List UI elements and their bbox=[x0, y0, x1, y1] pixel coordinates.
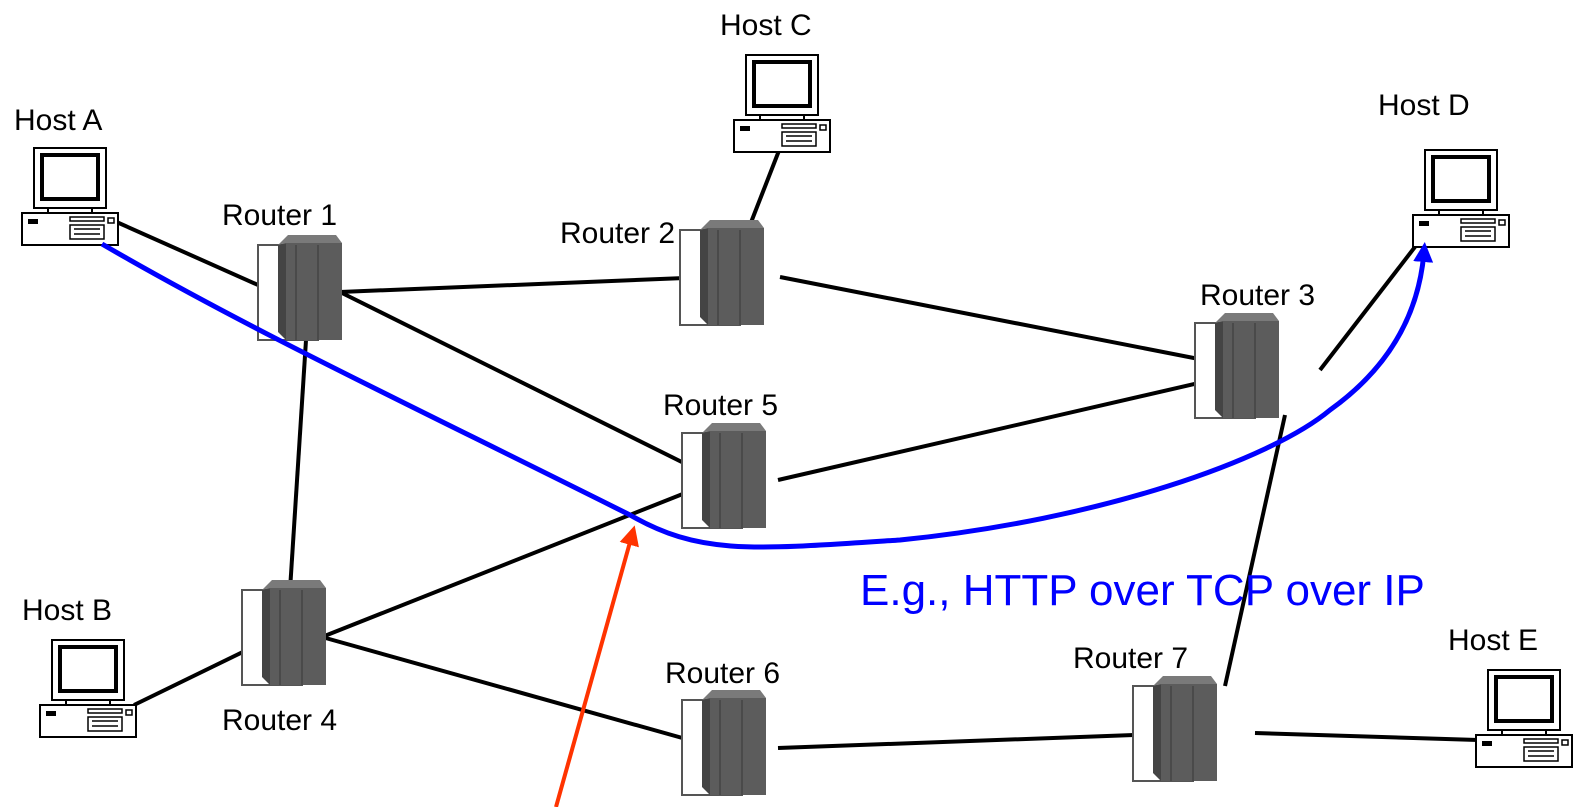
host-label: Host E bbox=[1448, 624, 1538, 657]
router-label: Router 6 bbox=[665, 657, 780, 690]
router-label: Router 4 bbox=[222, 704, 337, 737]
link-r4-r6 bbox=[321, 635, 719, 750]
router-icon bbox=[1194, 313, 1279, 419]
link-e-r7 bbox=[1254, 731, 1479, 742]
link-r5-r3 bbox=[777, 368, 1256, 482]
router-icon bbox=[1132, 676, 1217, 782]
link-r3-r7 bbox=[1223, 414, 1287, 687]
host-label: Host A bbox=[14, 104, 102, 137]
pointer-arrow bbox=[554, 525, 639, 807]
computer-icon bbox=[39, 639, 137, 738]
link-r1-r5 bbox=[339, 290, 719, 482]
router-r5: Router 5 bbox=[663, 389, 778, 529]
link-d-r3 bbox=[1318, 241, 1420, 372]
host-b: Host B bbox=[22, 594, 137, 738]
computer-icon bbox=[21, 147, 119, 246]
nodes-layer: Router 1 Router 2 Router 3 Router 4 Router 5… bbox=[14, 9, 1573, 796]
link-r2-r3 bbox=[779, 275, 1256, 372]
router-icon bbox=[679, 220, 764, 326]
router-icon bbox=[257, 235, 342, 341]
host-d: Host D bbox=[1378, 89, 1510, 248]
router-r6: Router 6 bbox=[665, 657, 780, 796]
computer-icon bbox=[1412, 149, 1510, 248]
router-icon bbox=[681, 690, 766, 796]
router-icon bbox=[681, 423, 766, 529]
router-r2: Router 2 bbox=[560, 217, 764, 326]
computer-icon bbox=[733, 54, 831, 153]
link-b-r4 bbox=[133, 644, 256, 707]
link-c-r2 bbox=[748, 147, 782, 226]
router-icon bbox=[241, 580, 326, 686]
router-label: Router 2 bbox=[560, 217, 675, 250]
router-r3: Router 3 bbox=[1194, 279, 1315, 419]
host-c: Host C bbox=[720, 9, 831, 153]
link-a-r1 bbox=[111, 218, 277, 295]
router-label: Router 7 bbox=[1073, 642, 1188, 675]
links-layer bbox=[111, 147, 1479, 750]
router-r7: Router 7 bbox=[1073, 642, 1217, 782]
computer-icon bbox=[1475, 669, 1573, 768]
router-r1: Router 1 bbox=[222, 199, 342, 341]
path-annotation: E.g., HTTP over TCP over IP bbox=[860, 566, 1425, 615]
link-r1-r4 bbox=[288, 339, 308, 591]
link-r6-r7 bbox=[777, 731, 1191, 750]
router-label: Router 5 bbox=[663, 389, 778, 422]
host-label: Host B bbox=[22, 594, 112, 627]
router-label: Router 3 bbox=[1200, 279, 1315, 312]
host-label: Host D bbox=[1378, 89, 1470, 122]
link-r4-r5 bbox=[321, 478, 719, 639]
http-path-arrow bbox=[100, 241, 1434, 550]
host-label: Host C bbox=[720, 9, 812, 42]
link-r1-r2 bbox=[339, 275, 711, 294]
router-label: Router 1 bbox=[222, 199, 337, 232]
router-r4: Router 4 bbox=[222, 580, 337, 737]
host-a: Host A bbox=[14, 104, 119, 246]
host-e: Host E bbox=[1448, 624, 1573, 768]
